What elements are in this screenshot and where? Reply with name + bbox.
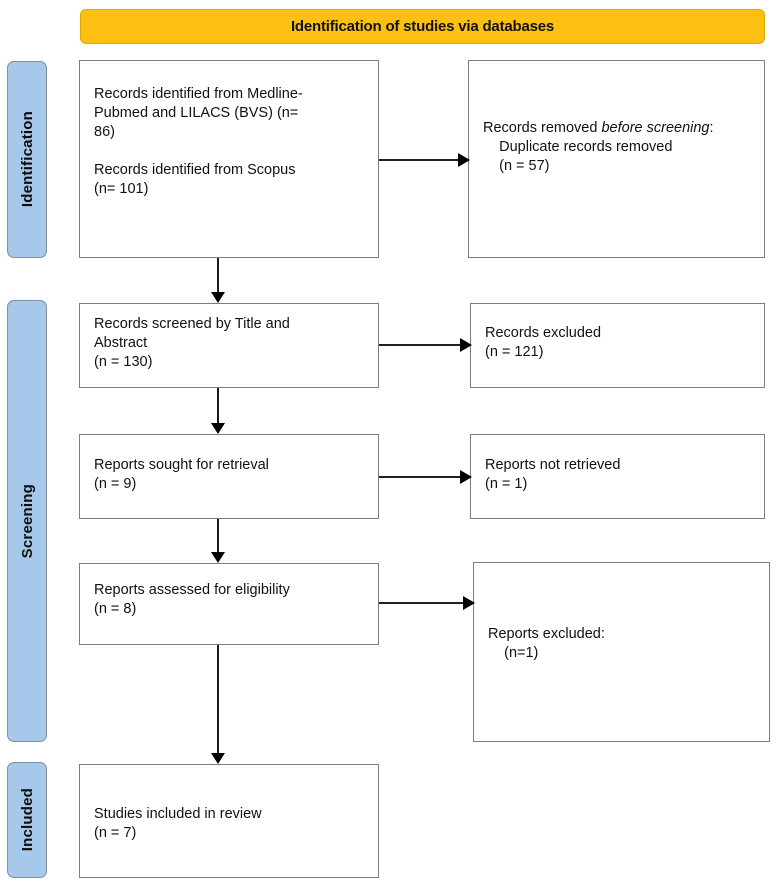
- box-reports-not-retrieved-text: Reports not retrieved (n = 1): [485, 457, 621, 492]
- box-reports-assessed: Reports assessed for eligibility (n = 8): [79, 563, 379, 645]
- arrow-sought-to-not-retrieved: [379, 470, 472, 484]
- arrow-sought-to-assessed: [211, 519, 225, 563]
- arrow-identified-to-removed: [379, 153, 470, 167]
- box-records-excluded-text: Records excluded (n = 121): [485, 325, 602, 360]
- box-records-removed-text: Records removed before screening: Duplic…: [483, 119, 756, 176]
- box-studies-included-text: Studies included in review (n = 7): [94, 806, 262, 841]
- box-records-screened: Records screened by Title and Abstract (…: [79, 303, 379, 388]
- box-records-identified: Records identified from Medline- Pubmed …: [79, 60, 379, 258]
- records-removed-detail-2: (n = 57): [483, 158, 550, 174]
- stage-label-screening: Screening: [7, 300, 47, 742]
- box-reports-excluded-text: Reports excluded: (n=1): [488, 626, 605, 661]
- box-records-excluded: Records excluded (n = 121): [470, 303, 765, 388]
- arrow-screened-to-sought: [211, 388, 225, 434]
- box-studies-included: Studies included in review (n = 7): [79, 764, 379, 878]
- arrow-identified-to-screened: [211, 258, 225, 303]
- banner-title: Identification of studies via databases: [290, 18, 555, 35]
- stage-label-included: Included: [7, 762, 47, 878]
- arrow-screened-to-excluded: [379, 338, 472, 352]
- box-reports-sought-text: Reports sought for retrieval (n = 9): [94, 457, 269, 492]
- box-records-identified-text: Records identified from Medline- Pubmed …: [94, 86, 303, 197]
- box-reports-assessed-text: Reports assessed for eligibility (n = 8): [94, 582, 290, 617]
- records-removed-lead: Records removed: [483, 120, 602, 136]
- box-reports-excluded: Reports excluded: (n=1): [473, 562, 770, 742]
- box-reports-sought: Reports sought for retrieval (n = 9): [79, 434, 379, 519]
- records-removed-colon: :: [709, 120, 714, 136]
- box-records-screened-text: Records screened by Title and Abstract (…: [94, 316, 290, 370]
- records-removed-detail-1: Duplicate records removed: [483, 139, 673, 155]
- box-reports-not-retrieved: Reports not retrieved (n = 1): [470, 434, 765, 519]
- identification-banner: Identification of studies via databases: [80, 9, 765, 44]
- arrow-assessed-to-reports-excluded: [379, 596, 475, 610]
- stage-label-identification: Identification: [7, 61, 47, 258]
- box-records-removed: Records removed before screening: Duplic…: [468, 60, 765, 258]
- arrow-assessed-to-included: [211, 645, 225, 764]
- records-removed-italic: before screening: [601, 120, 710, 136]
